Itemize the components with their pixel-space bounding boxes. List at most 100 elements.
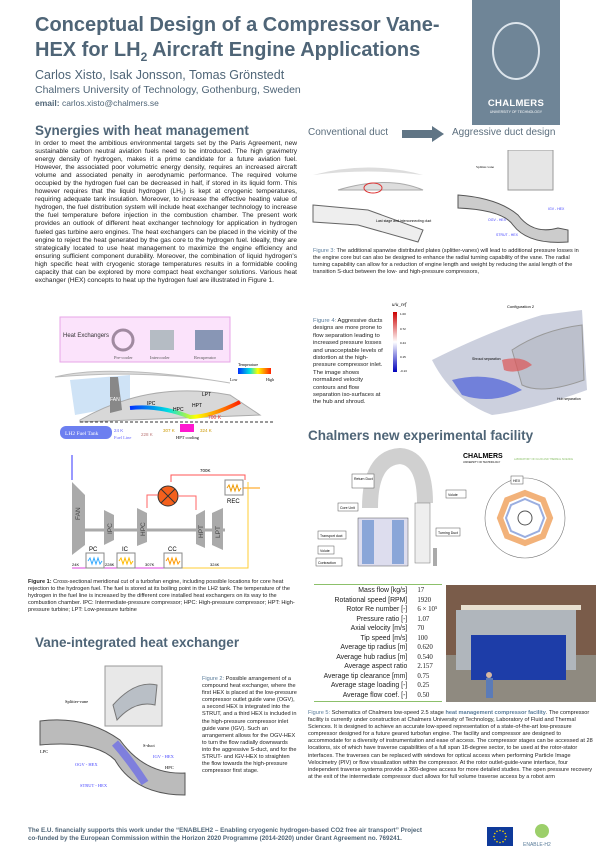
hpt-stage [196,510,205,548]
affiliation: Chalmers University of Technology, Gothe… [35,84,301,96]
logo-name: CHALMERS [487,98,545,109]
t700-label: 700 K [208,415,222,421]
param-name: Pressure ratio [-] [356,615,408,623]
person-body [486,678,493,698]
lh2-tank [60,426,112,439]
ipc-label: IPC [147,401,156,407]
param-name: Rotor Re number [-] [346,606,408,613]
eu-star [493,835,495,838]
lpt-label: LPT [202,392,211,398]
param-value: 0.50 [417,691,430,699]
recuperator-image [195,330,223,350]
enable-h2-text: ENABLE-H2 [523,842,551,848]
figure2-vane-hex: Splitter-vane LPC HPC S-duct OGV - HEX I… [39,665,186,796]
facility-schematics: Return Duct Core Unit Transport duct Vol… [315,448,573,567]
cb-tick: 0.44 [400,341,406,345]
schem-ic-label: IC [122,547,129,553]
param-value: 100 [417,634,428,642]
eu-star [504,838,506,841]
schem-t700-label: 700K [200,468,211,473]
param-value: 70 [417,625,425,632]
hpt-cooling-label: HPT cooling [176,435,200,440]
facility-photo [446,585,596,702]
lpc-label: LPC [40,749,48,754]
funding-acknowledgement: The E.U. financially supports this work … [28,827,422,842]
hot-line [170,474,246,482]
schem-fan-label: FAN [75,507,82,520]
figure2-caption: Figure 2: Possible arrangement of a comp… [202,676,297,775]
conv-highlight [363,182,383,194]
aggr-strut-label: STRUT - HEX [496,233,519,237]
return-duct-shape [362,448,433,509]
email-link[interactable]: carlos.xisto@chalmers.se [61,98,159,108]
aggr-ogv-label: OGV - HEX [488,218,507,222]
config-label: Configuration 2 [507,304,535,309]
contraction-box [315,557,343,567]
volute-box [317,545,335,555]
synergies-body: In order to meet the ambitious environme… [35,140,297,284]
combustor-cross [160,488,176,504]
fuel-line-label: Fuel Line [114,435,131,440]
volute2-box [445,489,467,499]
fan-blade [110,377,122,413]
temperature-colorbar [238,368,271,374]
param-value: 0.620 [417,644,433,651]
facility-brand-sub: UNIVERSITY OF TECHNOLOGY [463,461,501,464]
fan-label: FAN [110,397,120,403]
conventional-duct-label: Conventional duct [308,127,389,138]
s-duct-profile [39,719,186,796]
aggr-splitter-label: Splitter-vane [476,165,494,169]
hpt-label: HPT [192,403,202,409]
param-name: Rotational speed [RPM] [334,596,408,604]
vane-surfaces [511,324,585,390]
param-value: 0.75 [417,672,430,680]
turning-duct-shape [414,502,431,564]
fan-stage [72,482,85,555]
schem-lpt-label: LPT [215,526,222,538]
table-row: Average tip clearance [mm]0.75 [314,672,442,682]
conv-nacelle [313,167,423,175]
hex-box-label: HEX [513,479,521,483]
eu-star [496,830,498,833]
param-value: 1.07 [417,615,430,623]
transport-duct-box [317,530,347,540]
return-duct-box [351,473,375,489]
table-row: Tip speed [m/s]100 [314,634,442,644]
table-row: Axial velocity [m/s]70 [314,624,442,634]
aggr-igv-label: IGV - HEX [548,207,565,211]
rec-coil-icon [226,483,242,493]
t307-label: 307 K [163,428,175,433]
schem-hpc-label: HPC [140,522,147,536]
schem-t324-label: 324K [210,562,220,567]
facility-brand: CHALMERS [463,453,503,460]
eu-star [505,835,507,838]
sduct-label: S-duct [143,743,155,748]
hub-label: Hub separation [557,397,581,401]
section-heading-vane-hex: Vane-integrated heat exchanger [35,635,240,650]
figure5-caption: Figure 5: Schematics of Chalmers low-spe… [308,710,593,780]
volute-label: Volute [320,549,330,553]
schem-t228-label: 228K [105,562,115,567]
core-unit-label: Core Unit [340,506,355,510]
eu-flag-icon [487,827,513,846]
schem-t307-label: 307K [145,562,155,567]
arrow-right-icon [402,126,444,142]
hex-region [112,740,149,786]
param-value: 0.25 [417,682,430,689]
transport-duct-label: Transport duct [320,534,342,538]
high-velocity-region [502,358,532,372]
hpt-cooling-hex [180,424,194,432]
figure4-caption: Figure 4: Aggressive ducts designs are m… [313,318,383,406]
high-label: High [266,377,274,382]
cc-coil-icon [165,556,181,566]
hex-inner [504,497,546,539]
shroud-label: Shroud separation [472,357,501,361]
param-value: 1920 [417,596,432,604]
logo-subtitle: UNIVERSITY OF TECHNOLOGY [489,110,543,114]
table-row: Pressure ratio [-] 1.07 [314,615,442,625]
schem-rec-label: REC [227,499,240,505]
section-heading-facility: Chalmers new experimental facility [308,428,534,443]
eu-star [504,832,506,835]
